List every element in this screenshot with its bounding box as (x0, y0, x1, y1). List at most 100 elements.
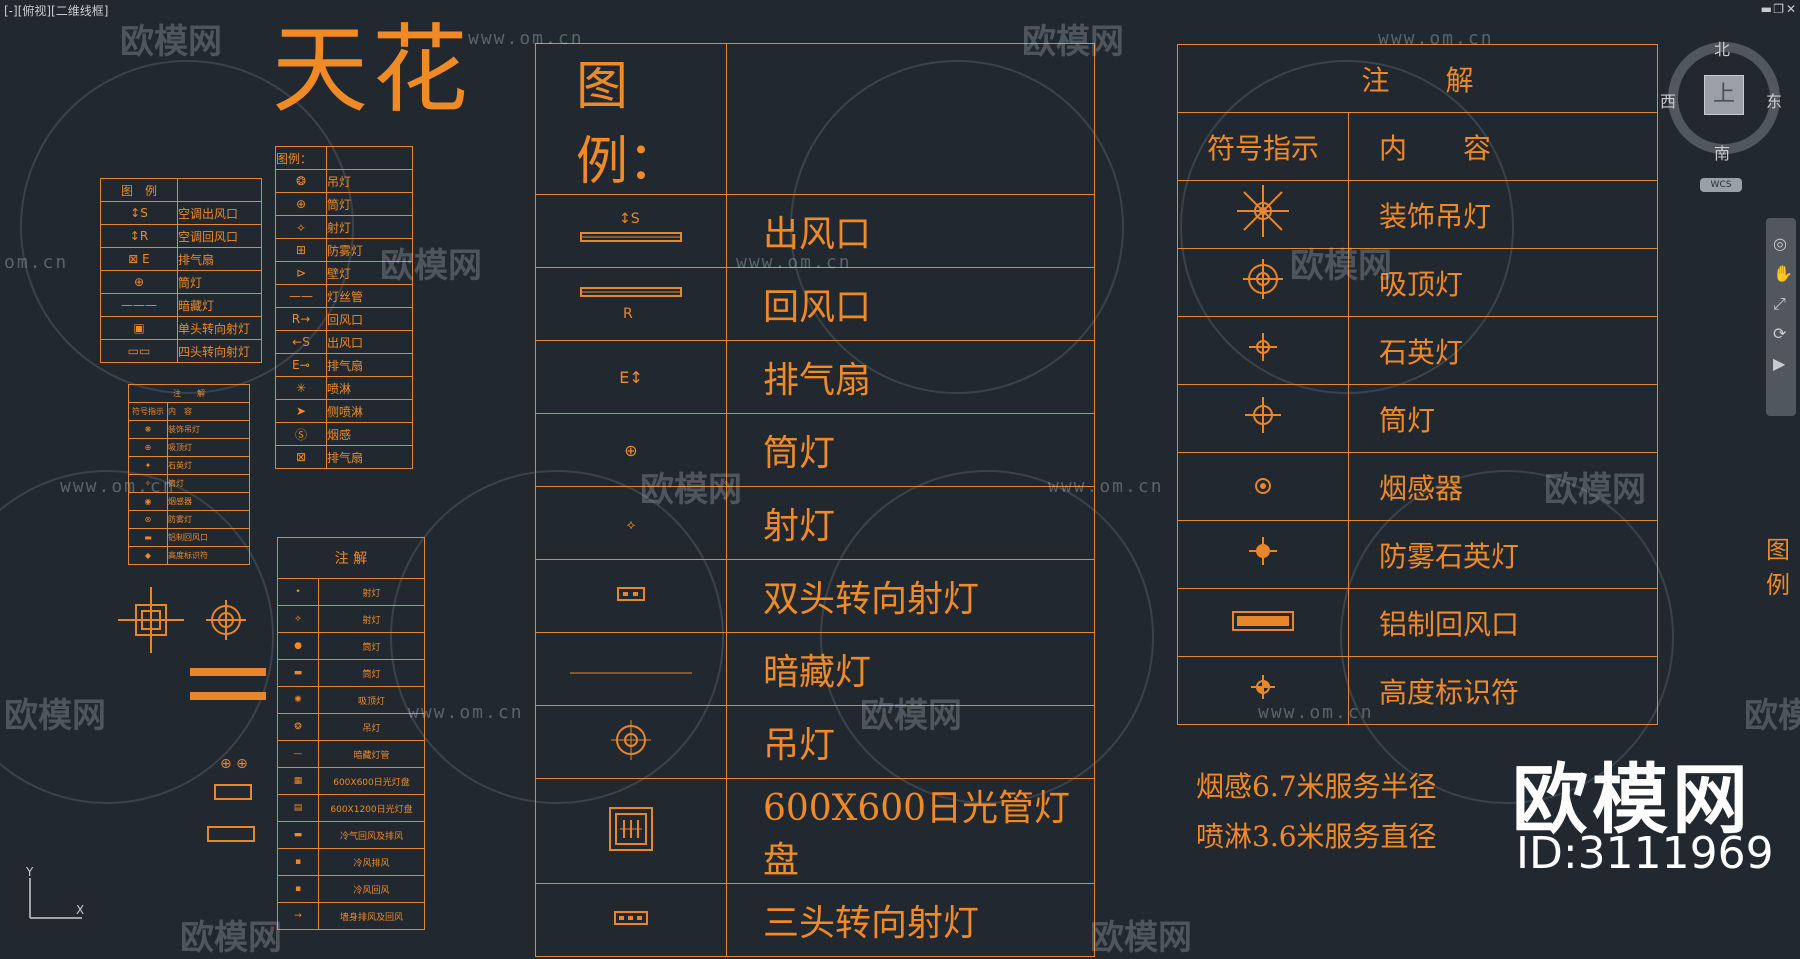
exhaust-icon: ▪ (277, 848, 319, 876)
watermark-url: om.cn (4, 252, 69, 273)
fogproof-quartz-icon (1177, 520, 1349, 589)
legend-label: 吊灯 (726, 705, 1095, 779)
notes-label: 吸顶灯 (1348, 248, 1658, 317)
watermark-logo: 欧模网 (1022, 22, 1124, 62)
notes-col2: 内 容 (1348, 112, 1658, 181)
sprinkler-diameter-note: 喷淋3.6米服务直径 (1196, 820, 1437, 853)
watermark-url: www.om.cn (468, 28, 584, 49)
tiny-notes-table: 注 解 符号指示内 容 ❋装饰吊灯 ⊕吸顶灯 ✦石英灯 ✧筒灯 ◉烟感器 ⊛防雾… (128, 384, 250, 565)
notes-label: 装饰吊灯 (1348, 180, 1658, 249)
return-icon: ▪ (277, 875, 319, 903)
downlight-icon (1177, 384, 1349, 453)
hidden-tube-icon: — (277, 740, 319, 768)
triple-spot-icon (207, 826, 255, 842)
notes-small-label: 射灯 (318, 605, 425, 633)
notes-small-label: 射灯 (318, 578, 425, 606)
showmotion-icon[interactable]: ▶ (1773, 354, 1786, 373)
notes-small-label: 冷气回风及排风 (318, 821, 425, 849)
pendant-icon (535, 705, 727, 779)
compass-east[interactable]: 东 (1766, 92, 1783, 111)
notes-label: 高度标识符 (1348, 656, 1658, 725)
notes-small-label: 筒灯 (318, 659, 425, 687)
svg-text:Y: Y (25, 866, 34, 879)
notes-small-label: 吸顶灯 (318, 686, 425, 714)
return-vent-icon: R (535, 267, 727, 341)
compass-south[interactable]: 南 (1714, 144, 1731, 163)
tiny-notes-header: 注 解 (128, 384, 250, 403)
viewcube-top[interactable]: 上 (1704, 75, 1744, 115)
legend-label: 排气扇 (326, 353, 413, 377)
watermark-url: www.om.cn (1378, 28, 1494, 49)
notes-small-label: 墙身排风及回风 (318, 902, 425, 930)
zoom-extents-icon[interactable]: ⤢ (1773, 294, 1786, 313)
tiny-notes-label: 吸顶灯 (167, 438, 250, 457)
pendant-icon: ❂ (275, 169, 327, 193)
viewcube-ring[interactable] (1668, 42, 1780, 154)
restore-icon[interactable]: ❐ (1773, 2, 1784, 16)
watermark-url: www.om.cn (60, 476, 176, 497)
aluminum-return-vent-icon (1177, 588, 1349, 657)
legend-label: 回风口 (726, 267, 1095, 341)
wall-light-icon: ⊳ (275, 261, 327, 285)
legend-label: 排气扇 (326, 445, 413, 469)
notes-small-label: 600X1200日光灯盘 (318, 794, 425, 822)
ceiling-light-icon: ✺ (277, 686, 319, 714)
watermark-logo: 欧模网 (1290, 246, 1392, 286)
exhaust-fan-box-icon: ⊠ (275, 445, 327, 469)
downlight-icon: ⊕ (100, 270, 178, 294)
viewport-label[interactable]: [-][俯视][二维线框] (4, 4, 109, 18)
legend-label: 防雾灯 (326, 238, 413, 262)
watermark-logo: 欧模网 (860, 696, 962, 736)
exhaust-fan-icon: E↕ (535, 340, 727, 414)
tiny-notes-label: 高度标识符 (167, 546, 250, 565)
return-vent-icon: ↕R (100, 224, 178, 248)
pendant-icon: ❂ (277, 713, 319, 741)
side-sprinkler-icon: ➤ (275, 399, 327, 423)
grid-panel-large-icon: ▤ (277, 794, 319, 822)
tiny-notes-label: 筒灯 (167, 474, 250, 493)
legend-label: 排气扇 (177, 247, 262, 271)
compass-west[interactable]: 西 (1660, 92, 1677, 111)
watermark-logo: 欧模网 (1544, 470, 1646, 510)
filament-tube-icon: —— (275, 284, 327, 308)
compass-north[interactable]: 北 (1714, 40, 1731, 59)
hidden-light-icon: ——— (100, 293, 178, 317)
close-icon[interactable]: ✕ (1785, 2, 1796, 16)
orbit-icon[interactable]: ⟳ (1773, 324, 1787, 343)
svg-text:X: X (76, 903, 84, 917)
legend-label: 三头转向射灯 (726, 883, 1095, 957)
brand-id: ID:3111969 (1516, 828, 1774, 879)
legend-label: 暗藏灯 (177, 293, 262, 317)
tiny-notes-label: 装饰吊灯 (167, 420, 250, 439)
minimize-icon[interactable]: ▬ (1760, 2, 1772, 16)
watermark-logo: 欧模网 (1744, 696, 1800, 736)
watermark-url: www.om.cn (1258, 702, 1374, 723)
tiny-notes-label: 铝制回风口 (167, 528, 250, 547)
supply-vent-icon: ←S (275, 330, 327, 354)
notes-label: 石英灯 (1348, 316, 1658, 385)
spot-pair-icon: ⊕ ⊕ (220, 756, 248, 772)
ac-vent-icon: ▬ (277, 821, 319, 849)
downlight-icon: ▬ (277, 659, 319, 687)
legend-label: 筒灯 (726, 413, 1095, 487)
pan-icon[interactable]: ✋ (1773, 264, 1793, 283)
navigation-bar[interactable] (1766, 218, 1796, 416)
notes-header: 注 解 (1177, 44, 1658, 113)
quartz-light-icon: ✦ (128, 456, 168, 475)
legend-label: 空调回风口 (177, 224, 262, 248)
tiny-notes-col1: 符号指示 (128, 402, 168, 421)
legend-label: 空调出风口 (177, 201, 262, 225)
legend-label: 单头转向射灯 (177, 316, 262, 340)
steering-wheel-icon[interactable]: ◎ (1773, 234, 1787, 253)
watermark-logo: 欧模网 (120, 22, 222, 62)
watermark-logo: 欧模网 (4, 696, 106, 736)
smoke-detector-icon (1177, 452, 1349, 521)
edge-text: 图例 (1766, 536, 1790, 599)
tiny-notes-label: 石英灯 (167, 456, 250, 475)
wcs-button[interactable]: WCS (1700, 178, 1742, 192)
brand-logo: 欧模网 (1512, 755, 1752, 844)
fogproof-icon: ⊞ (275, 238, 327, 262)
legend-label: 出风口 (326, 330, 413, 354)
supply-vent-icon: ↕S (535, 194, 727, 268)
